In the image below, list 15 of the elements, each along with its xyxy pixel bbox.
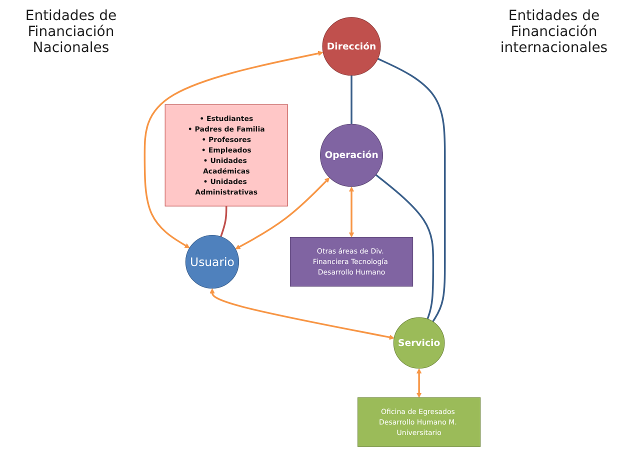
node-circle: Usuario — [185, 234, 240, 289]
arrow — [235, 178, 330, 250]
connector — [377, 58, 446, 322]
connector — [375, 174, 434, 320]
arrow — [210, 288, 394, 340]
connector — [220, 206, 228, 237]
caption-text: Entidades de Financiación internacionales — [499, 8, 609, 56]
node-circle: Operación — [320, 124, 384, 187]
node-circle: Dirección — [322, 17, 381, 76]
arrow — [144, 50, 324, 248]
node-circle: Servicio — [393, 317, 445, 369]
arrow — [348, 186, 354, 238]
arrow — [416, 368, 422, 398]
connector — [350, 75, 352, 124]
caption-text: Entidades de Financiación Nacionales — [24, 8, 118, 56]
